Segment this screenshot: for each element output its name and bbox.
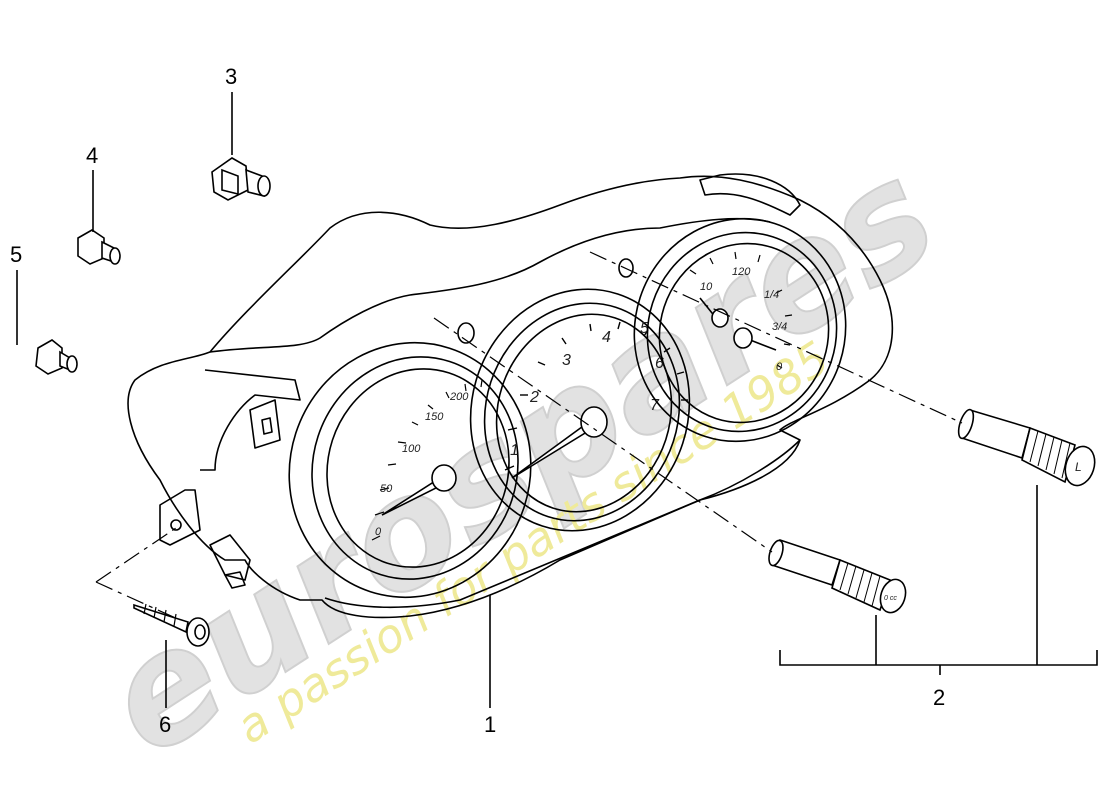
tachometer-bezel-inner bbox=[483, 302, 681, 522]
fuel-label-quarter: 1/4 bbox=[764, 289, 779, 301]
temp-label-120: 120 bbox=[732, 266, 751, 278]
mounting-hole bbox=[170, 519, 182, 531]
knob-front: 0 cc bbox=[768, 538, 907, 614]
knob-front-face-label: 0 cc bbox=[884, 595, 897, 602]
speed-label-100: 100 bbox=[402, 443, 421, 455]
tach-label-7: 7 bbox=[650, 397, 660, 414]
align-line-rear-knob bbox=[589, 251, 963, 424]
cowl-top-line bbox=[209, 217, 771, 353]
speed-label-50: 50 bbox=[380, 483, 393, 495]
bottom-lip bbox=[324, 439, 801, 609]
watermark-brand: eurospares bbox=[75, 128, 965, 790]
lower-standoff bbox=[209, 534, 251, 581]
speedometer-face bbox=[326, 368, 510, 568]
tach-label-3: 3 bbox=[562, 352, 571, 369]
knob-rear-face-label: L bbox=[1075, 460, 1082, 474]
screw-6 bbox=[133, 603, 210, 647]
speed-label-0: 0 bbox=[375, 526, 382, 538]
watermark: eurospares a passion for parts since 198… bbox=[74, 127, 966, 791]
bulb-socket-5 bbox=[35, 339, 78, 375]
callout-4: 4 bbox=[86, 143, 98, 168]
bulb-socket-4 bbox=[77, 229, 121, 265]
left-bracket-slot-inner bbox=[261, 417, 273, 435]
alignment-lines bbox=[95, 251, 963, 621]
callout-3: 3 bbox=[225, 64, 237, 89]
callout-1: 1 bbox=[484, 712, 496, 737]
bracket-2 bbox=[779, 650, 1098, 666]
knob-front-face bbox=[879, 578, 907, 614]
standoff-pin bbox=[224, 571, 246, 589]
bulb-socket-3 bbox=[211, 157, 271, 201]
right-dial-bezel-outer bbox=[633, 217, 847, 443]
callout-5: 5 bbox=[10, 242, 22, 267]
speed-label-150: 150 bbox=[425, 411, 444, 423]
speed-label-200: 200 bbox=[449, 391, 469, 403]
knob-rear-face bbox=[1064, 445, 1096, 487]
callouts: 1 2 3 4 5 6 bbox=[10, 64, 945, 737]
temp-label-10: 10 bbox=[700, 281, 713, 293]
callout-6: 6 bbox=[159, 712, 171, 737]
tach-label-2: 2 bbox=[529, 389, 539, 406]
speedometer-ticks bbox=[371, 379, 483, 541]
tachometer-hub bbox=[580, 406, 608, 438]
leader-lines bbox=[16, 92, 1098, 708]
cluster-housing-outline bbox=[127, 175, 894, 619]
align-line-screw bbox=[95, 527, 177, 583]
left-recess bbox=[200, 369, 301, 471]
right-rear-bump bbox=[699, 173, 801, 216]
tachometer: 1 2 3 4 5 6 7 bbox=[469, 258, 691, 532]
align-line-front-knob bbox=[433, 317, 773, 553]
knob-rear: L bbox=[957, 408, 1096, 487]
speedometer-hub bbox=[431, 464, 457, 492]
tach-label-4: 4 bbox=[602, 329, 611, 346]
align-line-screw-2 bbox=[95, 581, 181, 621]
left-bracket-slot bbox=[249, 399, 281, 449]
tachometer-face bbox=[495, 313, 673, 513]
fuel-label-zero: 0 bbox=[776, 361, 783, 373]
instrument-cluster bbox=[127, 173, 894, 619]
tachometer-ticks bbox=[504, 321, 688, 471]
screw-head bbox=[186, 617, 210, 647]
right-dial-face bbox=[658, 242, 830, 424]
fuel-label-three-quarter: 3/4 bbox=[772, 321, 787, 333]
left-mounting-tab bbox=[159, 489, 201, 546]
speedometer-bezel-outer bbox=[288, 341, 532, 599]
tach-label-1: 1 bbox=[510, 442, 519, 459]
right-dial: 10 120 1/4 3/4 0 bbox=[633, 217, 847, 443]
callout-2: 2 bbox=[933, 685, 945, 710]
tach-label-6: 6 bbox=[655, 355, 664, 372]
tachometer-bezel-outer bbox=[469, 288, 691, 532]
right-dial-bezel-inner bbox=[646, 231, 838, 433]
knob-front-grip bbox=[831, 558, 891, 612]
speedometer-bezel-inner bbox=[311, 356, 519, 580]
tach-label-5: 5 bbox=[640, 320, 649, 337]
speedometer: 0 50 100 150 200 bbox=[288, 322, 532, 599]
fuel-hub bbox=[733, 327, 753, 349]
right-dial-ticks bbox=[689, 251, 793, 369]
